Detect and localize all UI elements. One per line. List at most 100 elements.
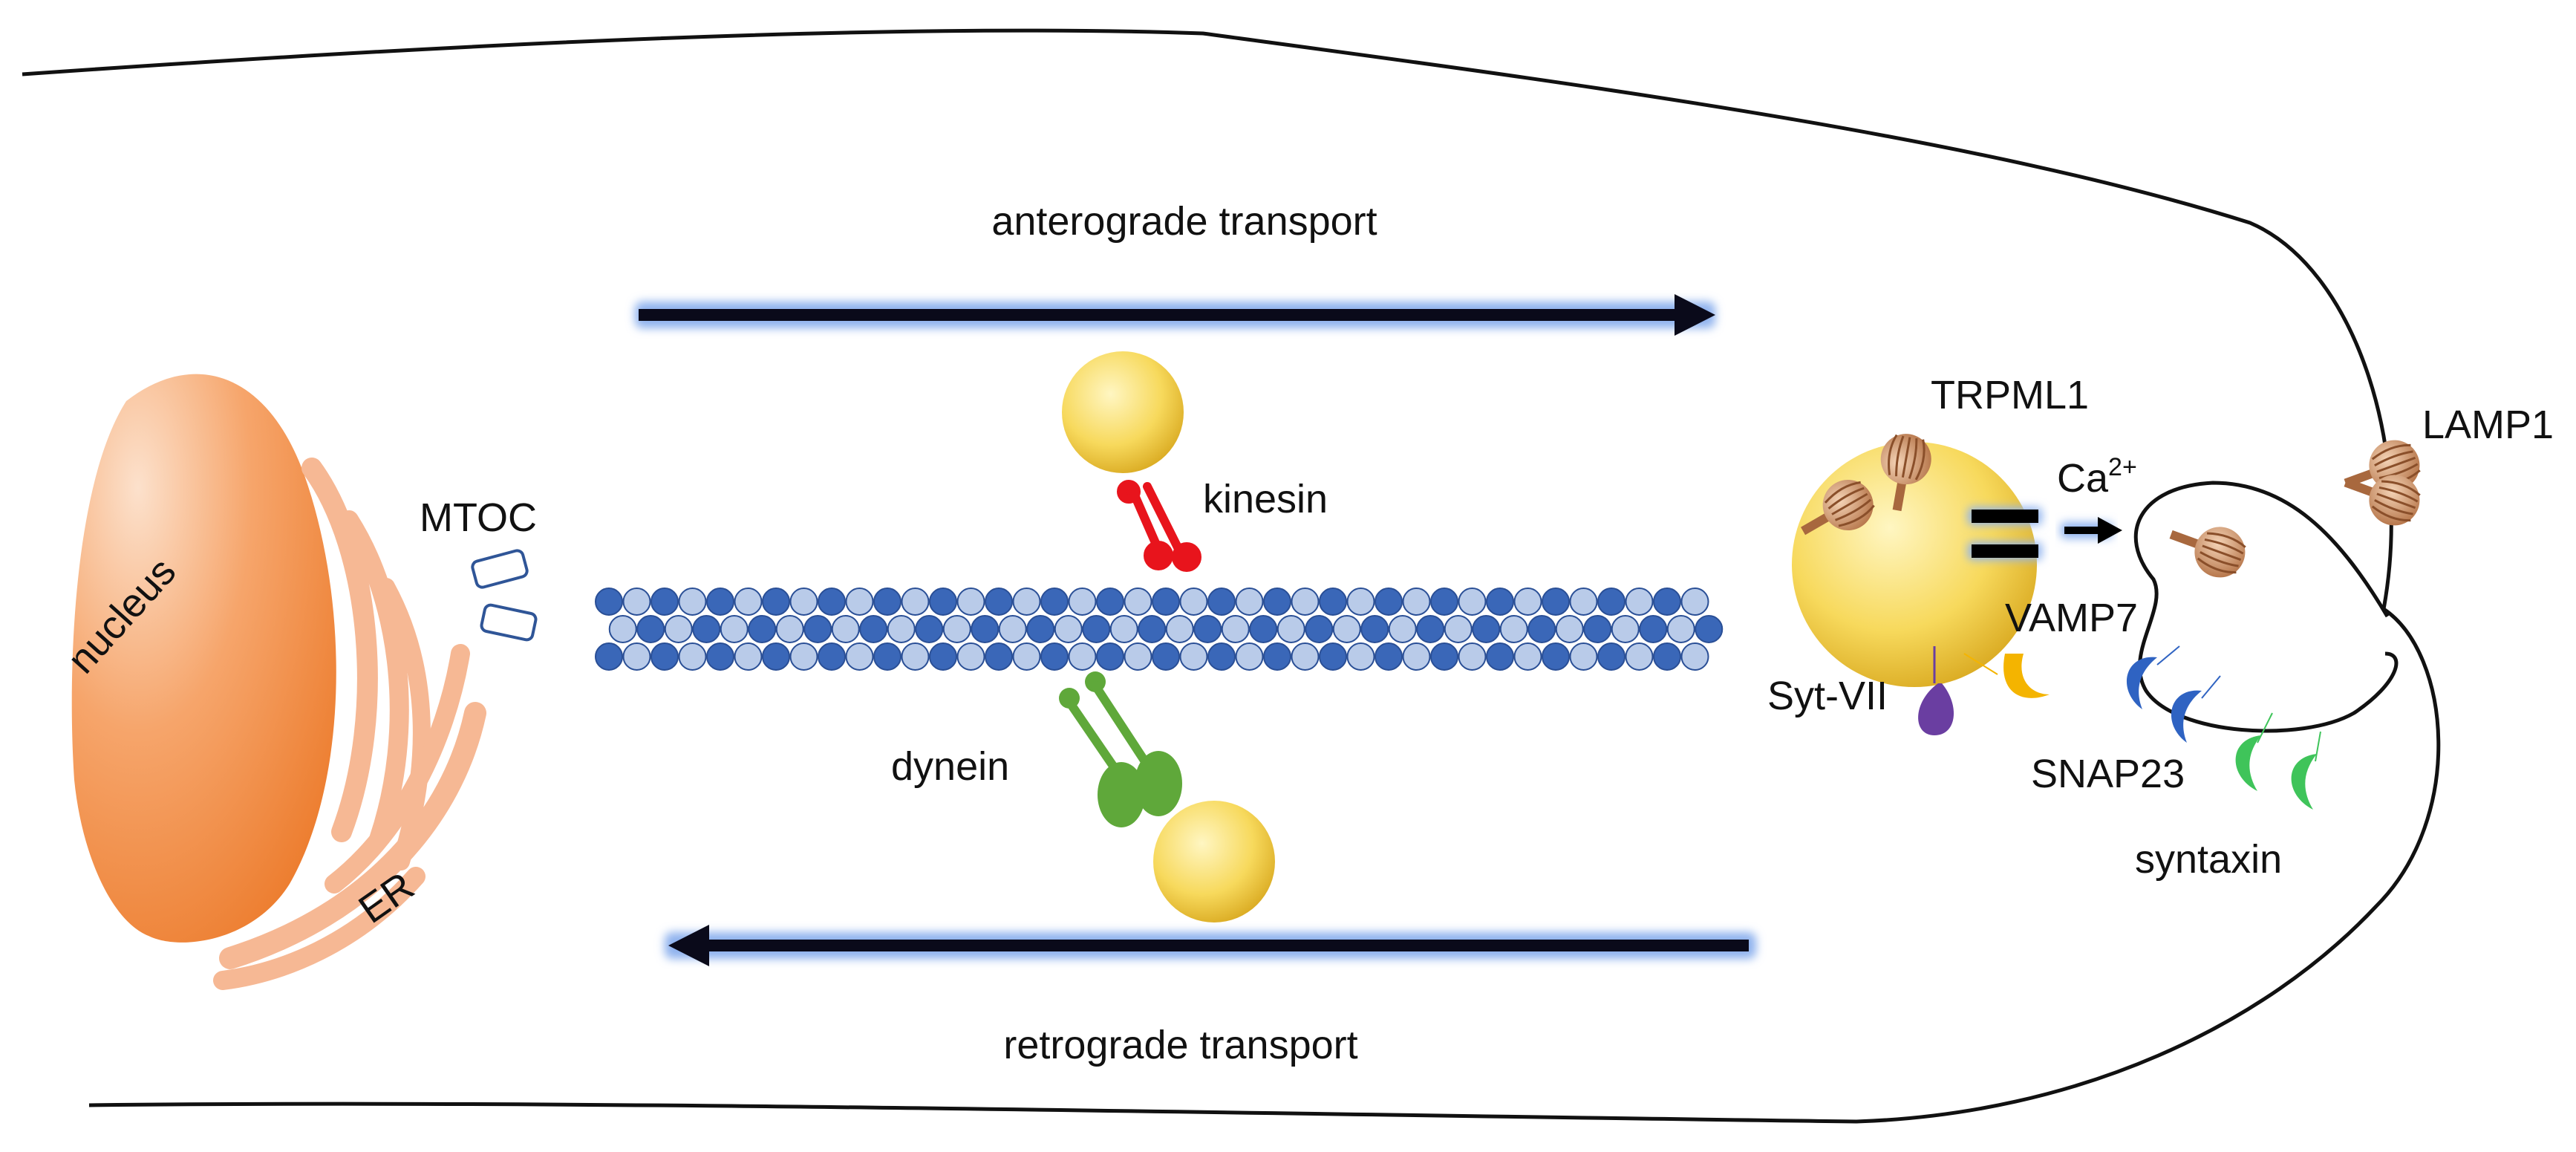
tubulin-subunit [1583, 615, 1612, 643]
lamp1-protein-icon [2169, 527, 2246, 578]
nucleus [71, 374, 336, 943]
tubulin-subunit [1124, 642, 1152, 671]
tubulin-subunit [956, 588, 985, 616]
tubulin-subunit [1695, 615, 1724, 643]
tubulin-subunit [734, 642, 763, 671]
tubulin-subunit [678, 642, 707, 671]
tubulin-subunit [1096, 642, 1124, 671]
tubulin-subunit [1319, 642, 1347, 671]
tubulin-subunit [803, 615, 832, 643]
tubulin-subunit [1611, 615, 1640, 643]
tubulin-subunit [1082, 615, 1111, 643]
tubulin-subunit [1124, 588, 1152, 616]
tubulin-subunit [775, 615, 804, 643]
lamp1-protein-icon [2344, 475, 2421, 526]
tubulin-subunit [1513, 588, 1542, 616]
tubulin-subunit [831, 615, 860, 643]
tubulin-subunit [929, 642, 957, 671]
tubulin-subunit [1235, 642, 1264, 671]
lamp1-protein-icon [1880, 434, 1931, 512]
tubulin-subunit [1666, 615, 1695, 643]
retrograde-arrow [665, 925, 1756, 966]
tubulin-subunit [1499, 615, 1528, 643]
tubulin-subunit [1068, 588, 1097, 616]
tubulin-subunit [1263, 642, 1291, 671]
tubulin-subunit [845, 642, 874, 671]
tubulin-subunit [1375, 588, 1403, 616]
tubulin-subunit [985, 642, 1013, 671]
tubulin-subunit [789, 588, 818, 616]
tubulin-subunit [1653, 642, 1681, 671]
tubulin-subunit [748, 615, 777, 643]
tubulin-subunit [1569, 588, 1598, 616]
retrograde-label: retrograde transport [1003, 1023, 1357, 1067]
lamp1-protein-icon [1801, 480, 1875, 536]
lamp1-label: LAMP1 [2422, 403, 2554, 447]
tubulin-subunit [1096, 588, 1124, 616]
tubulin-subunit [1165, 615, 1194, 643]
tubulin-subunit [1346, 642, 1375, 671]
tubulin-subunit [873, 642, 901, 671]
tubulin-subunit [595, 588, 623, 616]
trpml1-label: TRPML1 [1931, 373, 2089, 417]
mtoc-label: MTOC [420, 495, 537, 540]
tubulin-subunit [1291, 642, 1320, 671]
tubulin-subunit [1054, 615, 1083, 643]
tubulin-subunit [1416, 615, 1445, 643]
sytvii-icon [1918, 683, 1954, 735]
tubulin-subunit [1486, 588, 1514, 616]
tubulin-subunit [1207, 642, 1236, 671]
tubulin-subunit [1138, 615, 1167, 643]
tubulin-subunit [1179, 642, 1208, 671]
dynein-label: dynein [891, 744, 1009, 789]
lamp1-protein-icon [2344, 440, 2421, 491]
tubulin-subunit [887, 615, 916, 643]
anterograde-label: anterograde transport [991, 199, 1377, 244]
tubulin-subunit [1555, 615, 1584, 643]
tubulin-subunit [1513, 642, 1542, 671]
tubulin-subunit [1249, 615, 1278, 643]
tubulin-subunit [929, 588, 957, 616]
tubulin-subunit [1263, 588, 1291, 616]
tubulin-subunit [1319, 588, 1347, 616]
mtoc-centriole-icon [471, 549, 538, 642]
tubulin-subunit [1653, 588, 1681, 616]
tubulin-subunit [1402, 642, 1431, 671]
tubulin-subunit [1569, 642, 1598, 671]
tubulin-subunit [1040, 588, 1069, 616]
tubulin-subunit [1305, 615, 1334, 643]
tubulin-subunit [873, 588, 901, 616]
dynein-motor-icon [1059, 671, 1182, 827]
tubulin-subunit [998, 615, 1027, 643]
tubulin-subunit [692, 615, 721, 643]
retrograde-vesicle [1153, 801, 1275, 922]
tubulin-subunit [720, 615, 749, 643]
tubulin-subunit [1068, 642, 1097, 671]
calcium-label: Ca2+ [2057, 453, 2137, 501]
tubulin-subunit [650, 642, 679, 671]
tubulin-subunit [1152, 588, 1180, 616]
tubulin-subunit [1221, 615, 1250, 643]
syntaxin-label: syntaxin [2135, 837, 2282, 882]
tubulin-subunit [1152, 642, 1180, 671]
tubulin-subunit [1597, 642, 1626, 671]
tubulin-subunit [1680, 588, 1709, 616]
tubulin-subunit [1109, 615, 1138, 643]
tubulin-subunit [1542, 588, 1570, 616]
tubulin-subunit [706, 642, 734, 671]
tubulin-subunit [789, 642, 818, 671]
tubulin-subunit [818, 642, 846, 671]
tubulin-subunit [1430, 588, 1458, 616]
tubulin-subunit [1625, 642, 1654, 671]
tubulin-subunit [678, 588, 707, 616]
tubulin-subunit [1430, 642, 1458, 671]
tubulin-subunit [1207, 588, 1236, 616]
cell-membrane [22, 28, 2441, 1124]
tubulin-subunit [1527, 615, 1556, 643]
tubulin-subunit [1026, 615, 1055, 643]
tubulin-subunit [1332, 615, 1361, 643]
tubulin-subunit [1012, 642, 1041, 671]
tubulin-subunit [1235, 588, 1264, 616]
tubulin-subunit [734, 588, 763, 616]
tubulin-subunit [1486, 642, 1514, 671]
